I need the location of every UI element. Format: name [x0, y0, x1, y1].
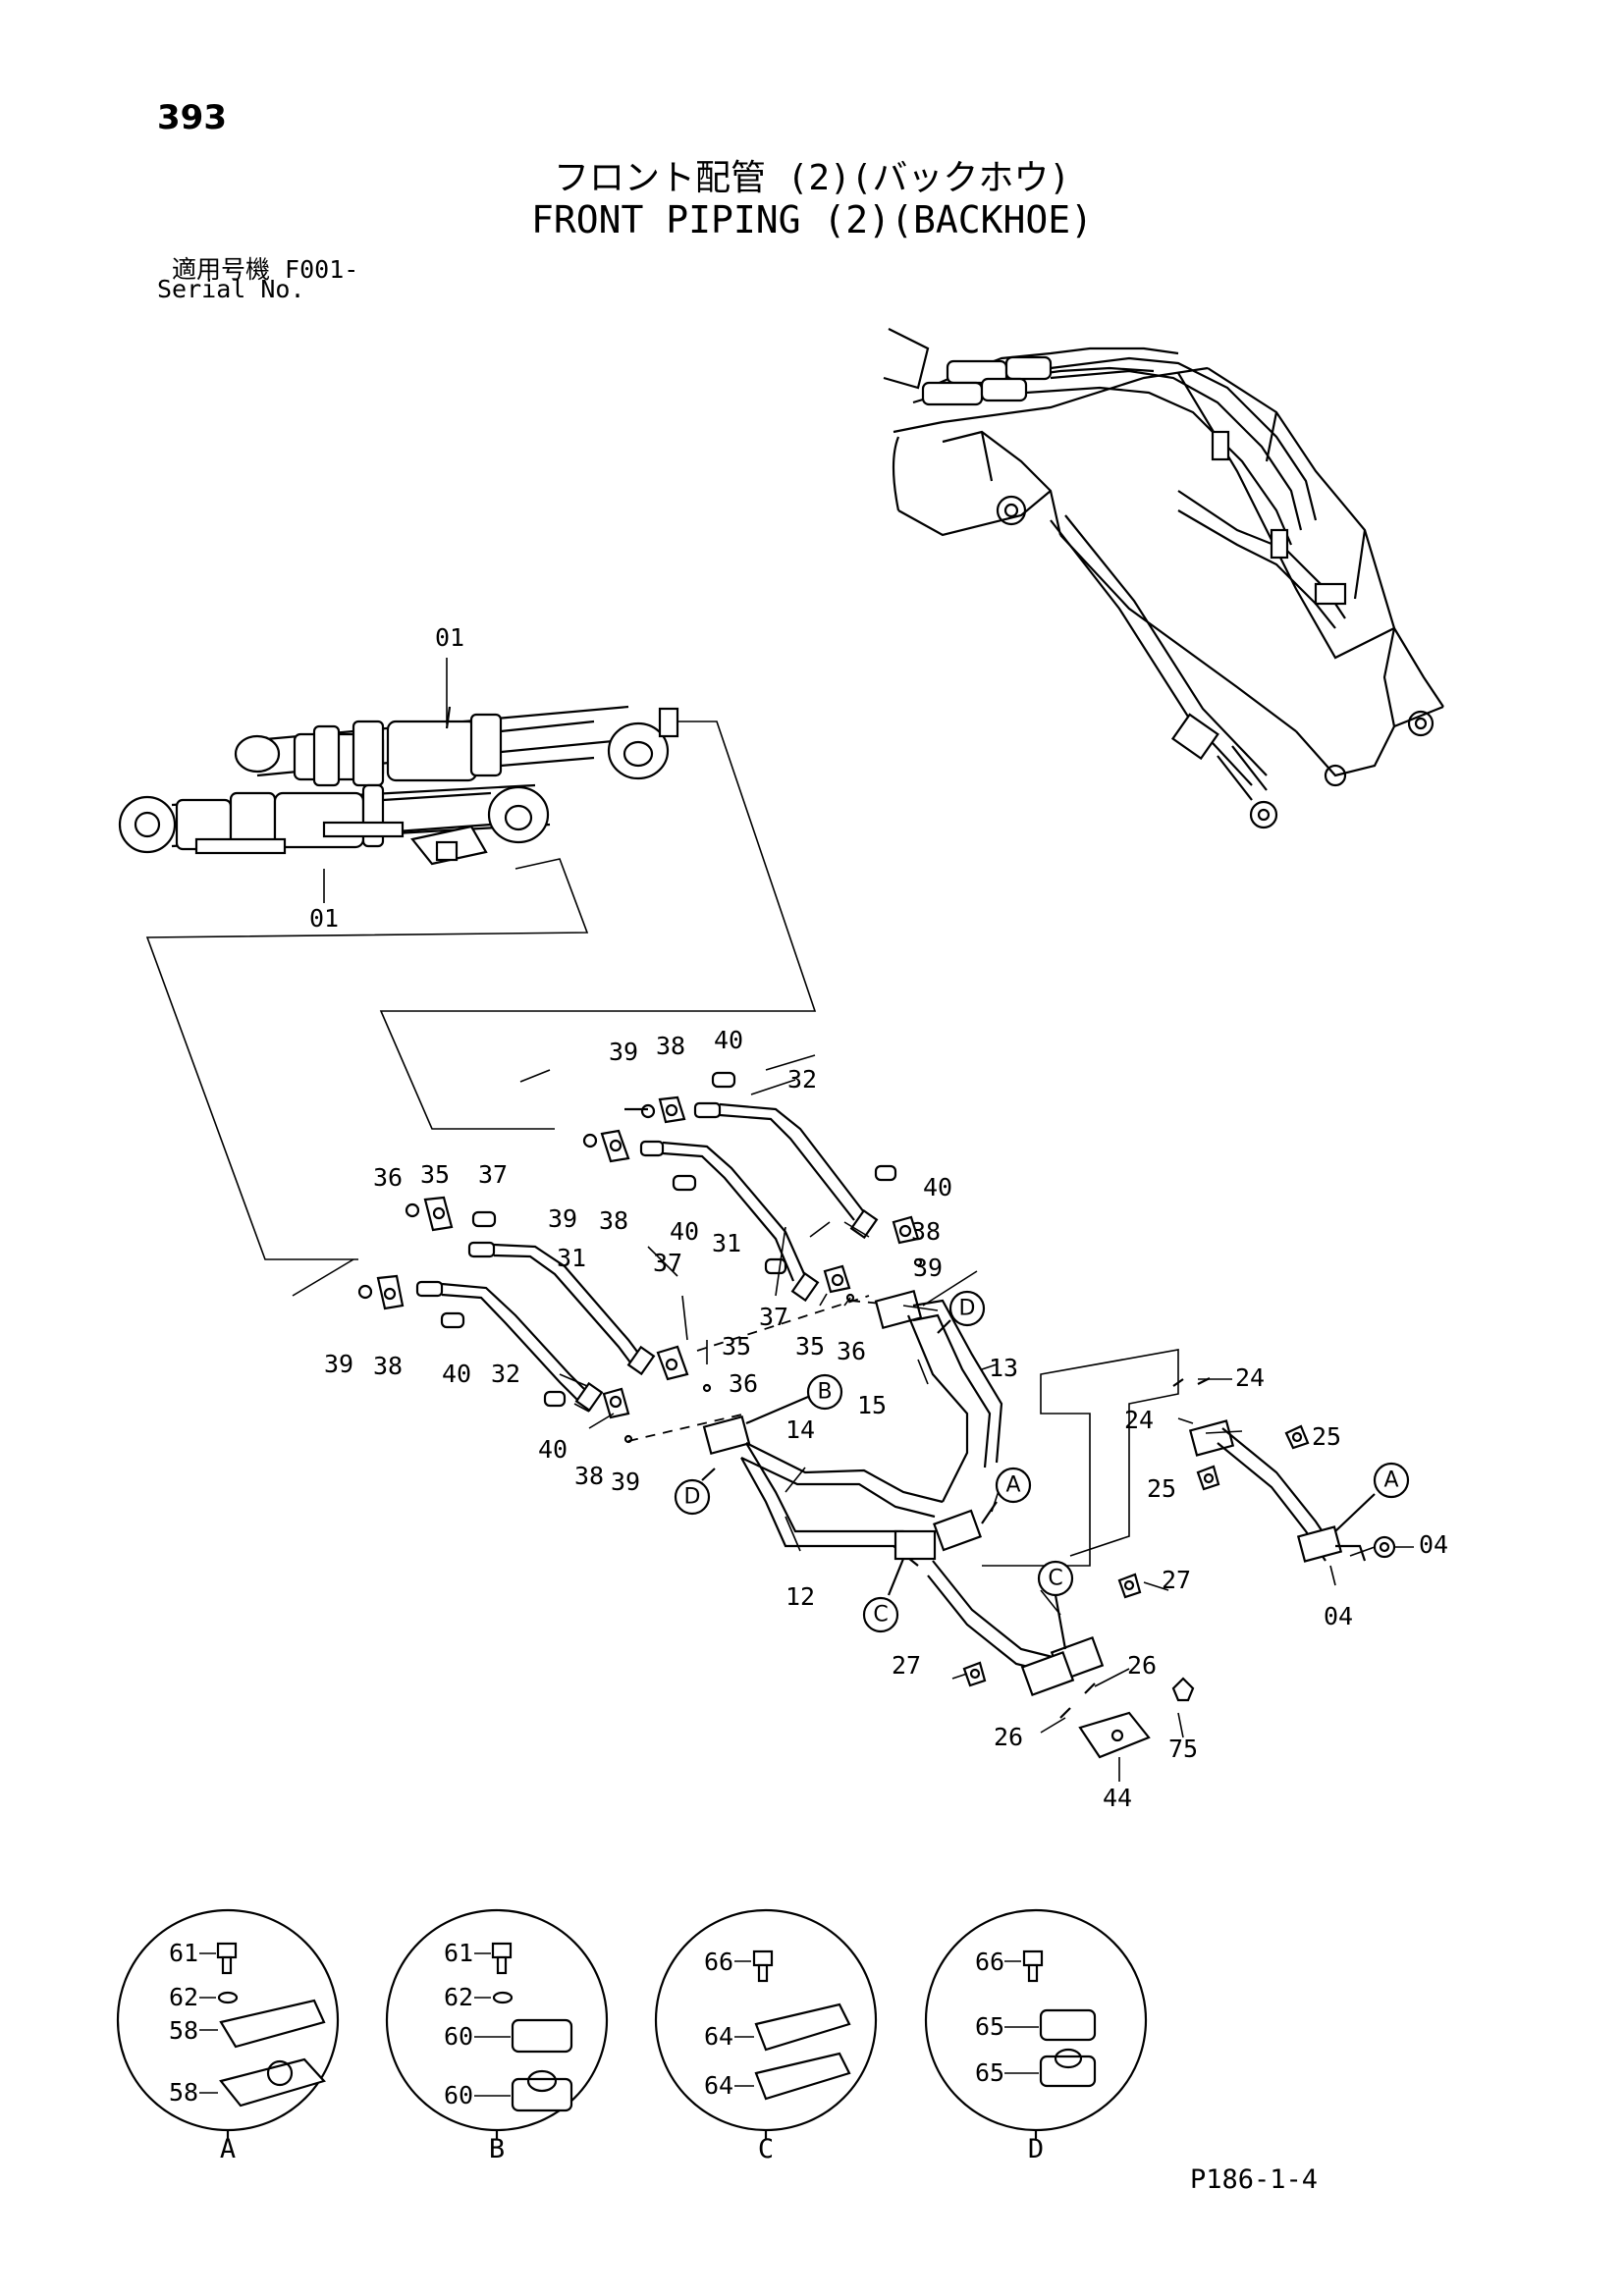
callout-38: 38	[599, 1206, 628, 1235]
ref-letter-d: D	[684, 1485, 701, 1510]
ref-letter-a: A	[1005, 1473, 1020, 1498]
callout-40: 40	[442, 1360, 471, 1388]
callout-75: 75	[1168, 1735, 1198, 1763]
callout-37: 37	[653, 1249, 682, 1277]
callout-40: 40	[538, 1435, 568, 1464]
callout-40: 40	[714, 1026, 743, 1054]
serial-label-japanese: 適用号機 F001-	[172, 255, 359, 284]
callout-37: 37	[759, 1303, 788, 1331]
callout-32: 32	[491, 1360, 520, 1388]
callout-01-bottom: 01	[309, 904, 339, 933]
detail-b-part: 61	[444, 1939, 473, 1967]
ref-circle-c	[862, 1596, 899, 1633]
ref-circle-c	[1037, 1560, 1074, 1597]
detail-a: A 61 62 58 58	[116, 1908, 340, 2164]
title-japanese: フロント配管 (2)(バックホウ)	[553, 158, 1071, 198]
detail-b-label: B	[489, 2134, 505, 2164]
callout-04: 04	[1324, 1602, 1353, 1630]
callout-44: 44	[1103, 1784, 1132, 1812]
detail-b: B 61 62 60 60	[385, 1908, 609, 2164]
detail-a-part: 58	[169, 2078, 198, 2107]
page-number: 393	[157, 98, 227, 137]
detail-c-label: C	[758, 2134, 774, 2164]
callout-38: 38	[656, 1032, 685, 1060]
detail-a-part: 58	[169, 2016, 198, 2045]
reference-markers: D B D A C C A	[674, 1290, 1410, 1650]
callout-35: 35	[420, 1160, 450, 1189]
title-english: FRONT PIPING (2)(BACKHOE)	[531, 198, 1093, 241]
callout-37: 37	[478, 1160, 508, 1189]
callout-12: 12	[785, 1582, 815, 1611]
ref-letter-a: A	[1383, 1468, 1398, 1493]
callout-39: 39	[324, 1350, 353, 1378]
callout-27: 27	[1162, 1566, 1191, 1594]
detail-b-part: 62	[444, 1983, 473, 2011]
detail-a-part: 61	[169, 1939, 198, 1967]
callout-38: 38	[911, 1217, 941, 1246]
callout-31: 31	[557, 1244, 586, 1272]
callout-26: 26	[1127, 1651, 1157, 1680]
callout-14: 14	[785, 1415, 815, 1444]
callout-39: 39	[611, 1468, 640, 1496]
callout-01-top: 01	[435, 623, 464, 652]
ref-circle-b	[806, 1373, 843, 1411]
piping-assembly	[357, 1054, 1414, 1782]
callout-25: 25	[1147, 1474, 1176, 1503]
ref-circle-d	[674, 1478, 711, 1516]
sheet-code: P186-1-4	[1190, 2164, 1319, 2195]
callout-15: 15	[857, 1391, 887, 1419]
detail-c-part: 64	[704, 2071, 733, 2100]
detail-b-part: 60	[444, 2081, 473, 2109]
serial-label-english: Serial No.	[157, 275, 305, 303]
detail-c: C 66 64 64	[654, 1908, 878, 2164]
callout-31: 31	[712, 1229, 741, 1257]
callout-labels: 01 01 39 38 40 32 36 35 37 39 38 40 31 4…	[309, 623, 1448, 1812]
callout-39: 39	[913, 1254, 943, 1282]
callout-36: 36	[837, 1337, 866, 1365]
detail-d-part: 65	[975, 2012, 1004, 2041]
callout-04: 04	[1419, 1530, 1448, 1559]
detail-d-part: 65	[975, 2058, 1004, 2087]
detail-d: D 66 65 65	[924, 1908, 1148, 2164]
boom-overview-illustration	[883, 328, 1444, 829]
callout-40: 40	[923, 1173, 952, 1201]
callout-13: 13	[989, 1354, 1018, 1382]
callout-38: 38	[574, 1462, 604, 1490]
callout-40: 40	[670, 1217, 699, 1246]
callout-27: 27	[892, 1651, 921, 1680]
ref-circle-d	[948, 1290, 986, 1327]
detail-a-label: A	[220, 2134, 236, 2164]
detail-c-part: 64	[704, 2022, 733, 2051]
callout-35: 35	[795, 1332, 825, 1361]
ref-letter-d: D	[959, 1297, 976, 1321]
ref-letter-c: C	[873, 1603, 888, 1628]
callout-24: 24	[1124, 1406, 1154, 1434]
callout-35: 35	[722, 1332, 751, 1361]
callout-32: 32	[787, 1065, 817, 1094]
detail-a-part: 62	[169, 1983, 198, 2011]
callout-25: 25	[1312, 1422, 1341, 1451]
ref-letter-c: C	[1048, 1567, 1062, 1591]
callout-39: 39	[548, 1204, 577, 1233]
boundary-lines	[145, 721, 817, 1297]
boom-cylinders	[118, 658, 679, 903]
callout-38: 38	[373, 1352, 403, 1380]
callout-36: 36	[729, 1369, 758, 1398]
ref-letter-b: B	[817, 1380, 832, 1405]
detail-b-part: 60	[444, 2022, 473, 2051]
ref-circle-a	[995, 1467, 1032, 1504]
callout-24: 24	[1235, 1363, 1265, 1392]
detail-d-part: 66	[975, 1948, 1004, 1976]
callout-36: 36	[373, 1163, 403, 1192]
callout-26: 26	[994, 1723, 1023, 1751]
callout-39: 39	[609, 1038, 638, 1066]
ref-circle-a	[1373, 1462, 1410, 1499]
detail-c-part: 66	[704, 1948, 733, 1976]
detail-d-label: D	[1028, 2134, 1044, 2164]
